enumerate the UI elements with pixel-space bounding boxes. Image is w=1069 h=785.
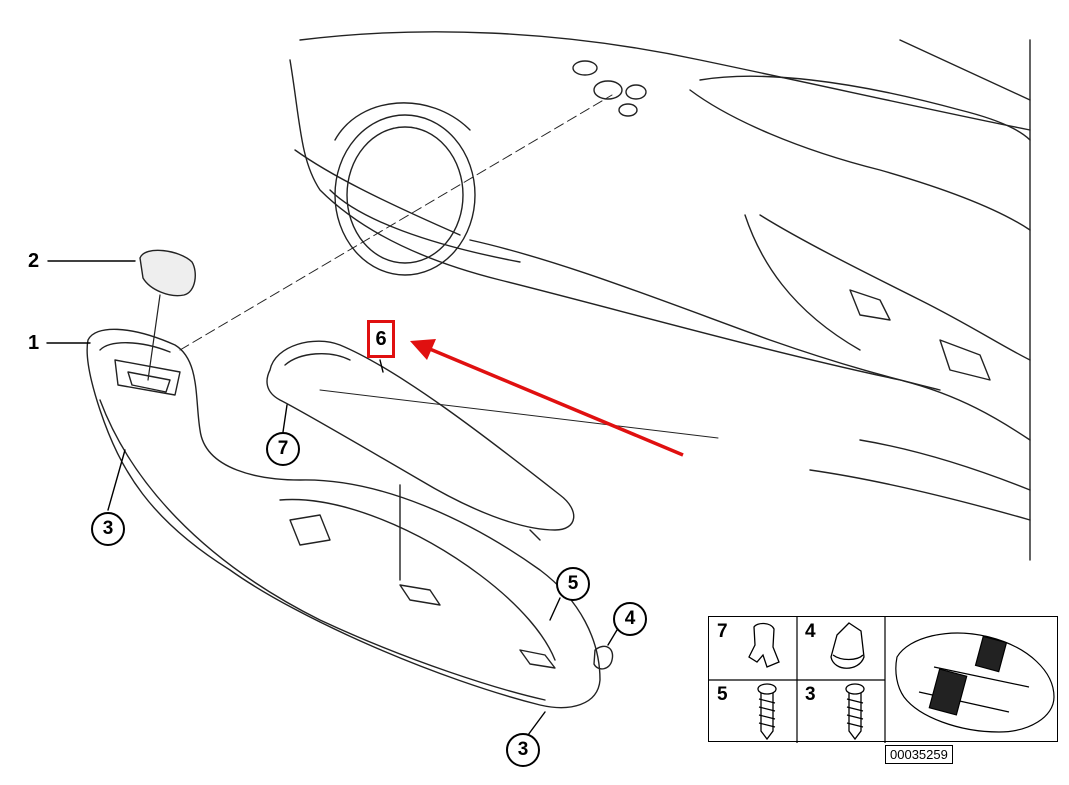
dash-line-2 [319, 389, 719, 439]
dash-line [179, 94, 613, 351]
screw-icon-2 [845, 683, 865, 741]
screw-icon [757, 683, 777, 741]
inset-num-5: 5 [717, 684, 728, 705]
arm-pad-part [266, 340, 575, 581]
callout-1: 1 [28, 332, 40, 354]
armrest-part [86, 328, 614, 709]
door-panel [289, 31, 1031, 561]
callout-7: 7 [266, 432, 300, 466]
clip-icon [748, 622, 780, 668]
callout-5: 5 [556, 567, 590, 601]
callout-2: 2 [28, 250, 40, 272]
cap-part [139, 249, 196, 297]
callout-3-bottom: 3 [506, 733, 540, 767]
callout-4: 4 [613, 602, 647, 636]
parts-inset: 7 4 5 3 [708, 616, 1058, 743]
car-location-icon [895, 632, 1055, 733]
inset-num-4: 4 [805, 621, 816, 642]
diagram-reference-number: 00035259 [885, 745, 953, 764]
inset-num-3: 3 [805, 684, 816, 705]
inset-num-7: 7 [717, 621, 728, 642]
cap-icon [830, 622, 865, 669]
inset-grid [709, 617, 1055, 743]
callout-6-highlighted: 6 [367, 320, 395, 358]
highlight-arrow [410, 339, 684, 457]
callout-3-top: 3 [91, 512, 125, 546]
